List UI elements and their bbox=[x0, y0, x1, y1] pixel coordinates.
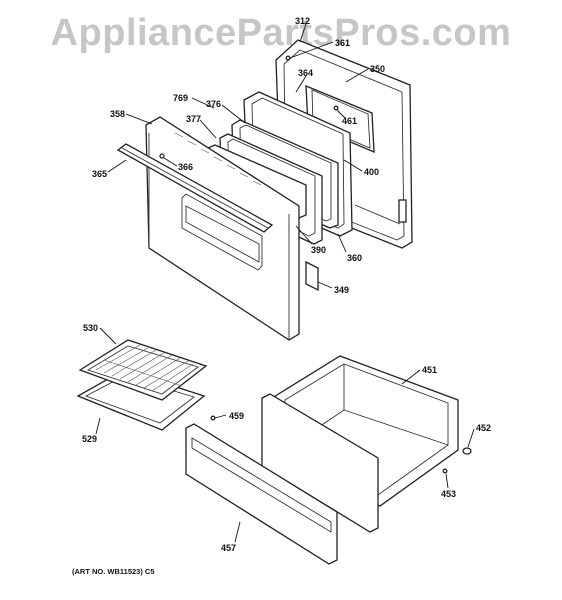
label-312: 312 bbox=[295, 16, 310, 26]
label-390: 390 bbox=[311, 245, 326, 255]
screw-366 bbox=[159, 153, 165, 159]
glide-452 bbox=[462, 447, 472, 455]
label-529: 529 bbox=[82, 434, 97, 444]
label-349: 349 bbox=[334, 285, 349, 295]
label-366: 366 bbox=[178, 162, 193, 172]
label-377: 377 bbox=[186, 114, 201, 124]
drawer-451 bbox=[261, 355, 459, 533]
part-labels: 312 361 350 364 769 376 461 358 377 366 … bbox=[82, 16, 491, 553]
label-452: 452 bbox=[476, 423, 491, 433]
door-handle-365 bbox=[116, 143, 274, 233]
label-530: 530 bbox=[83, 323, 98, 333]
label-376: 376 bbox=[206, 99, 221, 109]
art-number: (ART NO. WB11523) C5 bbox=[72, 567, 155, 576]
label-365: 365 bbox=[92, 169, 107, 179]
screw-453 bbox=[442, 468, 448, 474]
label-459: 459 bbox=[229, 411, 244, 421]
label-769: 769 bbox=[173, 93, 188, 103]
label-451: 451 bbox=[422, 365, 437, 375]
leader-lines bbox=[95, 23, 475, 543]
label-461: 461 bbox=[342, 116, 357, 126]
screw-461 bbox=[333, 105, 339, 111]
label-361: 361 bbox=[335, 38, 350, 48]
label-453: 453 bbox=[441, 489, 456, 499]
label-358: 358 bbox=[110, 109, 125, 119]
label-457: 457 bbox=[221, 543, 236, 553]
screw-361 bbox=[285, 55, 291, 61]
screw-459 bbox=[210, 415, 216, 421]
watermark: AppliancePartsPros.com bbox=[50, 12, 512, 54]
label-350: 350 bbox=[370, 64, 385, 74]
label-360: 360 bbox=[347, 253, 362, 263]
label-364: 364 bbox=[298, 68, 313, 78]
label-400: 400 bbox=[364, 167, 379, 177]
drawer-front-457 bbox=[185, 423, 338, 565]
outer-door-358 bbox=[145, 116, 319, 341]
broiler-pan bbox=[76, 339, 208, 431]
